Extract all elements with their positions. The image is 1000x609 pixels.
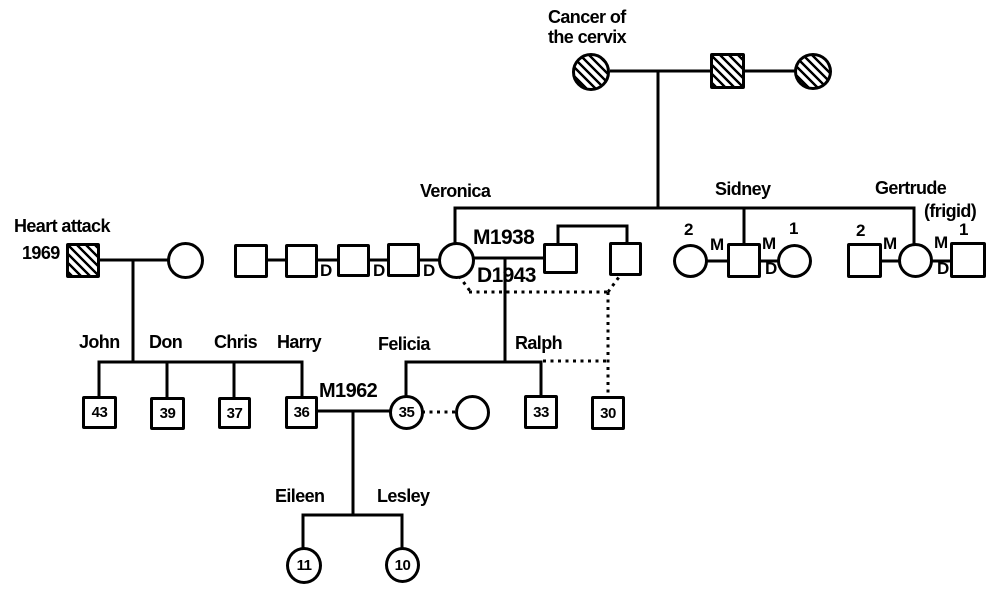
person-don: 39 bbox=[150, 397, 185, 430]
note-heart-attack: Heart attack bbox=[14, 216, 110, 236]
veronica-m1938-lines bbox=[404, 224, 629, 396]
person-sidney bbox=[727, 243, 761, 278]
person-half-brother: 30 bbox=[591, 396, 625, 430]
label-ralph: Ralph bbox=[515, 333, 563, 353]
note-cancer-line1: Cancer of bbox=[548, 7, 626, 27]
person-grandfather-second-wife bbox=[794, 53, 832, 90]
gen2-sibling-lines bbox=[453, 206, 916, 244]
gertrude-husband2-order: 2 bbox=[856, 221, 866, 240]
person-husband-brother bbox=[609, 242, 642, 276]
person-gertrude-husband-1 bbox=[950, 242, 986, 278]
person-john: 43 bbox=[82, 396, 117, 429]
divorce-mark-1: D bbox=[320, 261, 332, 280]
gertrude-husband1-divorced-mark: D bbox=[937, 259, 949, 278]
person-ex-husband-4 bbox=[387, 243, 420, 277]
age-eileen: 11 bbox=[296, 557, 312, 574]
divorce-mark-2: D bbox=[373, 261, 385, 280]
gen1-marriage-lines bbox=[610, 69, 796, 208]
person-gertrude-husband-2 bbox=[847, 243, 882, 278]
person-chris: 37 bbox=[218, 397, 251, 429]
heart-attack-family-lines bbox=[97, 258, 304, 398]
person-felicia: 35 bbox=[389, 395, 424, 430]
person-left-mother bbox=[167, 242, 204, 279]
person-felicia-liaison-partner bbox=[455, 395, 490, 430]
label-m1938: M1938 bbox=[473, 226, 535, 249]
age-felicia: 35 bbox=[398, 404, 415, 421]
sidney-wife1-order: 1 bbox=[789, 219, 799, 238]
liaison-dotted-lines bbox=[422, 275, 621, 414]
person-ex-husband-1 bbox=[234, 244, 268, 278]
age-harry: 36 bbox=[293, 404, 310, 421]
gertrude-husband1-married-mark: M bbox=[934, 233, 948, 252]
label-don: Don bbox=[149, 332, 183, 352]
sidney-wife1-married-mark: M bbox=[762, 234, 776, 253]
person-gertrude bbox=[898, 243, 933, 278]
person-ex-husband-3 bbox=[337, 244, 370, 277]
label-chris: Chris bbox=[214, 332, 258, 352]
age-john: 43 bbox=[91, 404, 108, 421]
label-harry: Harry bbox=[277, 332, 322, 352]
person-grandfather bbox=[710, 53, 745, 89]
gertrude-husband1-order: 1 bbox=[959, 220, 969, 239]
person-harry: 36 bbox=[285, 396, 318, 429]
label-m1962: M1962 bbox=[319, 380, 378, 402]
person-eileen: 11 bbox=[286, 547, 322, 584]
label-felicia: Felicia bbox=[378, 334, 430, 354]
sidney-wife2-married-mark: M bbox=[710, 235, 724, 254]
person-lesley: 10 bbox=[385, 547, 420, 583]
sidney-wife1-divorced-mark: D bbox=[765, 259, 777, 278]
age-lesley: 10 bbox=[394, 556, 411, 574]
age-don: 39 bbox=[159, 405, 176, 422]
age-ralph: 33 bbox=[533, 403, 549, 421]
label-eileen: Eileen bbox=[275, 486, 325, 506]
age-half-brother: 30 bbox=[600, 404, 616, 422]
note-frigid: (frigid) bbox=[924, 201, 977, 221]
m1962-family-lines bbox=[301, 409, 404, 548]
gertrude-husband2-married-mark: M bbox=[883, 234, 897, 253]
person-sidney-wife-2 bbox=[673, 244, 708, 278]
label-sidney: Sidney bbox=[715, 179, 771, 199]
label-d1943: D1943 bbox=[477, 264, 536, 287]
divorce-mark-3: D bbox=[423, 261, 435, 280]
label-lesley: Lesley bbox=[377, 486, 430, 506]
person-heart-attack-father bbox=[66, 243, 100, 278]
label-gertrude: Gertrude bbox=[875, 178, 947, 198]
person-ex-husband-2 bbox=[285, 244, 318, 278]
age-chris: 37 bbox=[226, 404, 243, 422]
note-cancer-of-the-cervix: Cancer of the cervix bbox=[548, 7, 627, 48]
note-heart-attack-year: 1969 bbox=[22, 243, 60, 263]
label-john: John bbox=[79, 332, 120, 352]
person-cancer-grandmother bbox=[572, 53, 610, 91]
note-cancer-line2: the cervix bbox=[548, 27, 627, 48]
person-sidney-wife-1 bbox=[777, 244, 812, 278]
person-veronica bbox=[438, 242, 475, 279]
person-husband-m1938 bbox=[543, 243, 578, 274]
label-veronica: Veronica bbox=[420, 181, 491, 201]
sidney-wife2-order: 2 bbox=[684, 220, 694, 239]
person-ralph: 33 bbox=[524, 395, 558, 429]
